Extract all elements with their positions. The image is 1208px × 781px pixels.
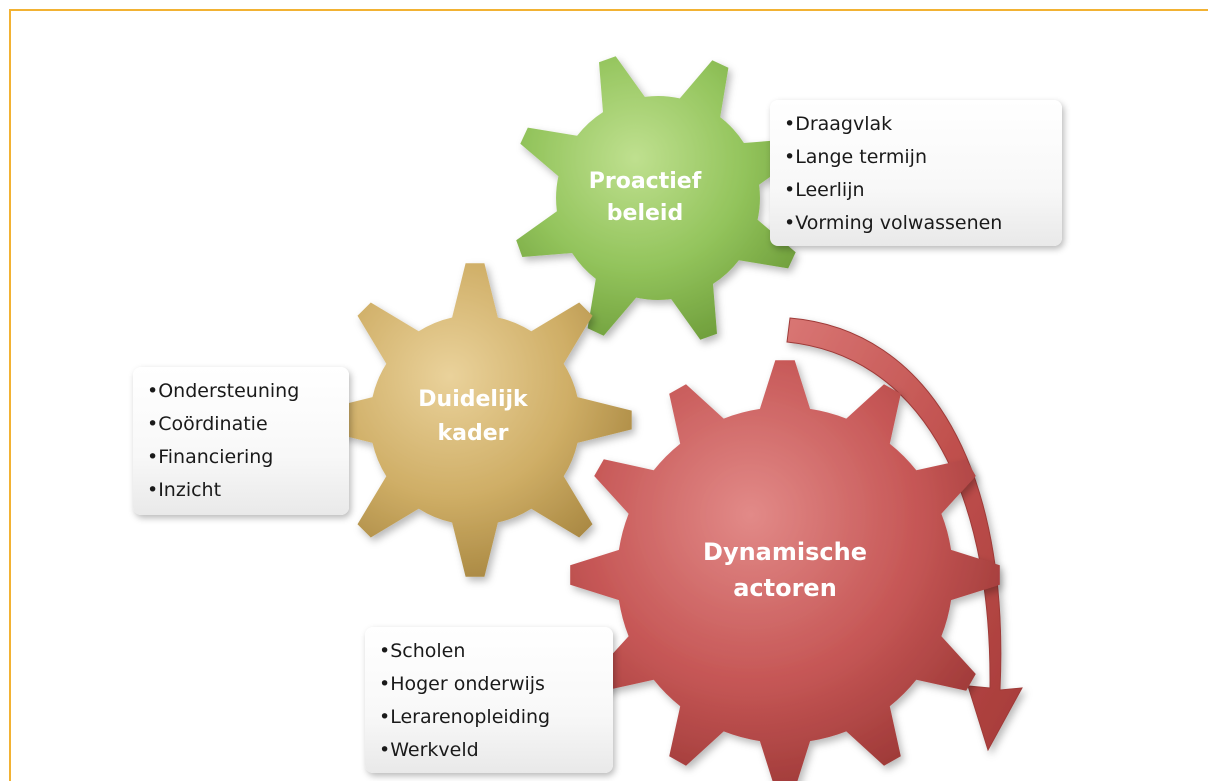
- list-box-duidelijk: •Ondersteuning •Coördinatie •Financierin…: [133, 367, 349, 515]
- gear-label-line1: Dynamische: [703, 538, 867, 566]
- list-item: •Leerlijn: [784, 179, 865, 201]
- gear-proactief-beleid: [516, 56, 800, 340]
- list-item: •Werkveld: [379, 739, 479, 761]
- list-item: •Lerarenopleiding: [379, 706, 551, 728]
- frame-border: [9, 9, 1208, 781]
- list-item: •Financiering: [147, 446, 274, 468]
- gear-label-line1: Duidelijk: [418, 387, 529, 412]
- gear-duidelijk-kader: [318, 263, 632, 577]
- list-item: •Lange termijn: [784, 146, 927, 168]
- gear-label-line2: actoren: [733, 574, 837, 602]
- list-item: •Scholen: [379, 640, 466, 662]
- gear-label-line2: beleid: [607, 201, 683, 226]
- gear-label-proactief: Proactief beleid: [589, 169, 702, 226]
- list-item: •Coördinatie: [147, 413, 268, 435]
- gear-label-duidelijk: Duidelijk kader: [418, 387, 529, 446]
- gear-label-line2: kader: [438, 421, 509, 446]
- list-item: •Hoger onderwijs: [379, 673, 545, 695]
- gear-dynamische-actoren: [570, 360, 1000, 781]
- list-box-proactief: •Draagvlak •Lange termijn •Leerlijn •Vor…: [770, 100, 1062, 246]
- list-item: •Ondersteuning: [147, 380, 300, 402]
- list-item: •Vorming volwassenen: [784, 212, 1003, 234]
- gear-label-line1: Proactief: [589, 169, 702, 194]
- gear-label-dynamische: Dynamische actoren: [703, 538, 867, 602]
- list-item: •Inzicht: [147, 479, 222, 501]
- list-box-dynamische: •Scholen •Hoger onderwijs •Lerarenopleid…: [365, 627, 613, 773]
- rotation-arrow: [786, 317, 1023, 752]
- list-item: •Draagvlak: [784, 113, 893, 135]
